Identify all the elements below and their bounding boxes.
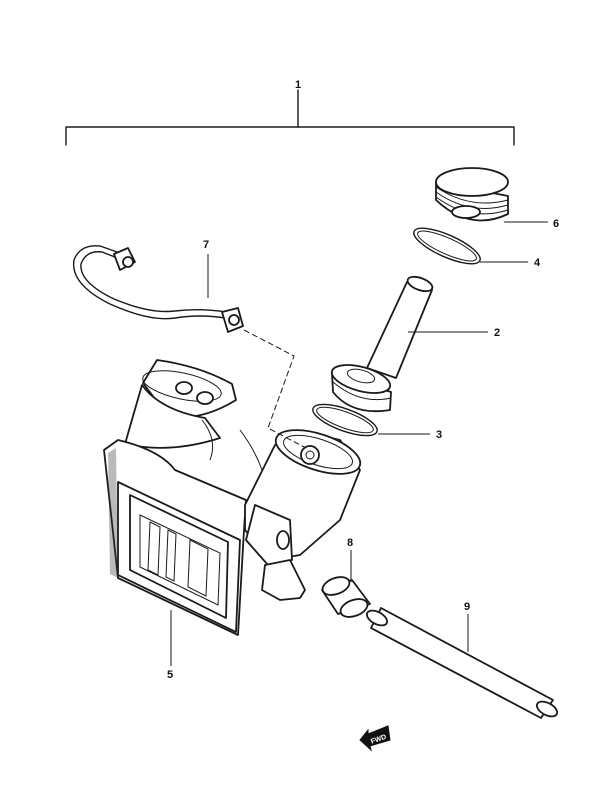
part-4-o-ring [413,227,481,265]
callout-1: 1 [295,79,301,91]
part-2-pipe [330,275,434,413]
callout-3: 3 [436,429,442,441]
callout-4: 4 [534,257,541,269]
assembly-bracket [65,89,515,146]
callout-6: 6 [553,218,559,230]
part-9-rod [365,607,559,719]
callout-2: 2 [494,327,500,339]
part-3-o-ring [312,403,378,437]
part-6-threaded-cap [435,167,509,222]
part-7-hose-line [72,245,244,333]
leader-lines [170,221,548,666]
fwd-arrow-icon: FWD [359,725,391,752]
callout-7: 7 [203,239,209,251]
part-8-bushing [321,576,371,618]
callout-9: 9 [464,601,470,613]
callout-5: 5 [167,669,173,681]
part-5-housing [103,359,362,636]
callout-8: 8 [347,537,353,549]
